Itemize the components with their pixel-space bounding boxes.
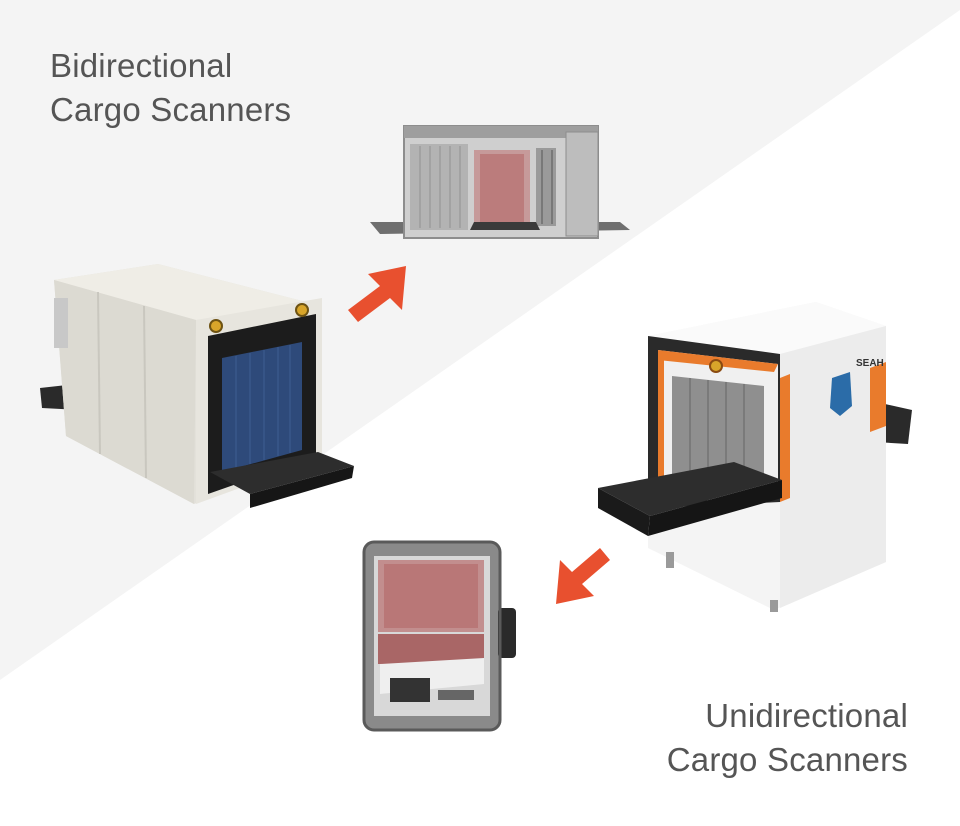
svg-text:SEAH: SEAH xyxy=(856,358,884,369)
arrow-up-right-icon xyxy=(348,266,406,322)
unidirectional-scanner-image: SEAH xyxy=(598,302,912,612)
bidirectional-label: Bidirectional Cargo Scanners xyxy=(50,44,291,132)
unidirectional-label: Unidirectional Cargo Scanners xyxy=(667,694,908,782)
bidirectional-scanner-image xyxy=(40,264,354,508)
bidirectional-scanner-cutaway-image xyxy=(370,125,630,239)
bidirectional-label-line2: Cargo Scanners xyxy=(50,91,292,128)
unidirectional-label-line1: Unidirectional xyxy=(705,697,908,734)
unidirectional-label-line2: Cargo Scanners xyxy=(666,741,908,778)
unidirectional-scanner-cutaway-image xyxy=(362,540,516,732)
arrow-down-left-icon xyxy=(556,548,610,604)
bidirectional-label-line1: Bidirectional xyxy=(50,47,233,84)
